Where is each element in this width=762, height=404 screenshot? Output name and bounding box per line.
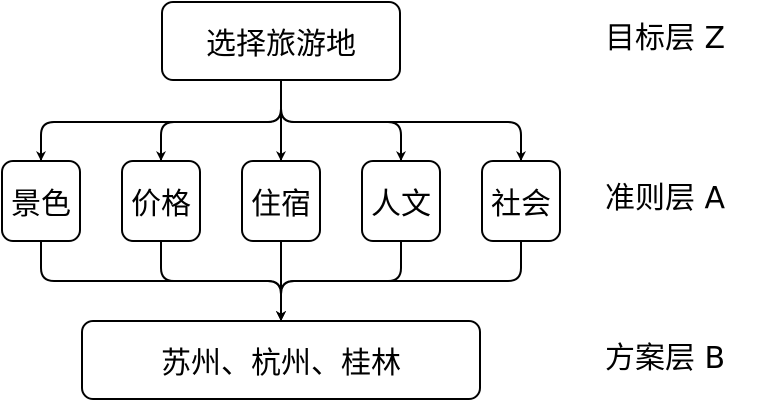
edge-goal-to-price	[156, 81, 282, 161]
criterion-label: 住宿	[251, 187, 311, 222]
layer-label-goal: 目标层 Z	[605, 21, 726, 56]
alternatives-node: 苏州、杭州、桂林	[81, 320, 481, 400]
criterion-node-society: 社会	[481, 160, 561, 242]
edge-goal-to-culture	[280, 81, 406, 161]
alternatives-node-label: 苏州、杭州、桂林	[161, 346, 401, 381]
edge-goal-to-society	[280, 81, 526, 161]
criterion-node-price: 价格	[121, 160, 201, 242]
criterion-label: 社会	[491, 187, 551, 222]
criterion-label: 价格	[131, 187, 191, 222]
criterion-label: 人文	[371, 187, 431, 222]
goal-node-label: 选择旅游地	[206, 27, 356, 62]
criterion-node-lodging: 住宿	[241, 160, 321, 242]
edge-society-to-alternatives	[276, 242, 522, 321]
layer-label-criteria: 准则层 A	[605, 181, 726, 216]
criterion-node-scenery: 景色	[1, 160, 81, 242]
layer-label-alternatives: 方案层 B	[605, 341, 726, 376]
criterion-node-culture: 人文	[361, 160, 441, 242]
criterion-label: 景色	[11, 187, 71, 222]
edge-price-to-alternatives	[160, 242, 286, 321]
goal-node: 选择旅游地	[161, 1, 401, 81]
